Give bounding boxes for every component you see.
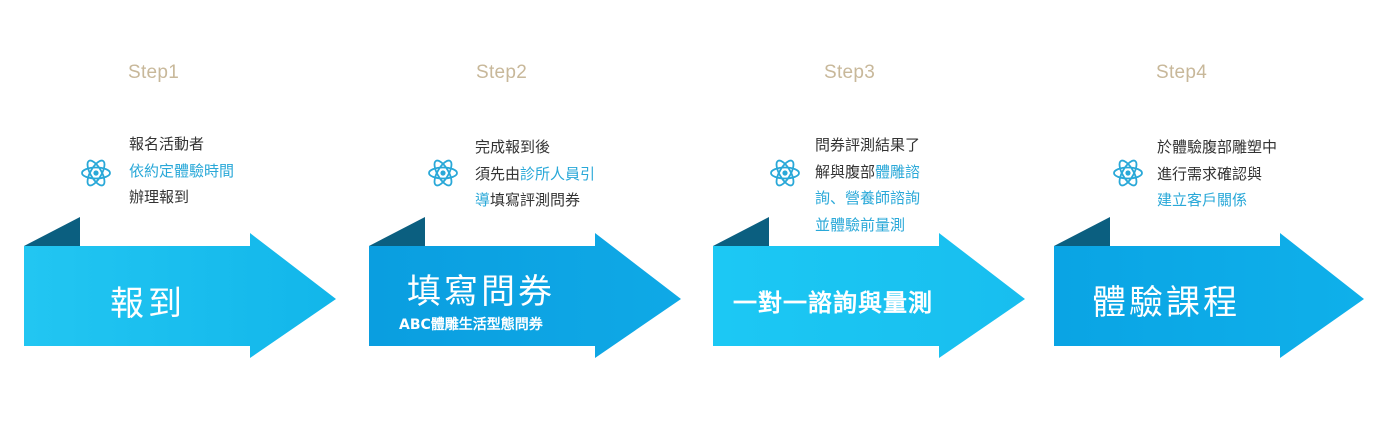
- step-3: Step3 問券評測結果了 解與腹部體雕諮 詢、營養師諮詢 並體驗前量測 一對一…: [689, 0, 1035, 425]
- description-line: 詢、營養師諮詢: [815, 185, 920, 212]
- description-line: 進行需求確認與: [1157, 161, 1277, 188]
- arrow-title: 體驗課程: [1092, 283, 1240, 323]
- description-line: 並體驗前量測: [815, 212, 920, 239]
- description-text: 完成報到後: [475, 138, 551, 156]
- arrow-title: 一對一諮詢與量測: [733, 289, 933, 317]
- description-text: 解與腹部: [815, 162, 876, 181]
- description-line: 報名活動者: [129, 131, 234, 158]
- step-1: Step1 報名活動者 依約定體驗時間 辦理報到 報到: [0, 0, 346, 425]
- description-text-highlight: 依約定體驗時間: [129, 161, 235, 180]
- description-text: 辦理報到: [129, 188, 190, 206]
- description-line: 建立客戶關係: [1157, 187, 1277, 214]
- step-arrow: [24, 217, 336, 358]
- arrow-title: 報到: [110, 284, 186, 324]
- description-text-highlight: 建立客戶關係: [1157, 191, 1248, 209]
- description-line: 解與腹部體雕諮: [815, 159, 920, 186]
- step-label: Step3: [824, 62, 876, 83]
- description-text-highlight: 並體驗前量測: [815, 215, 906, 234]
- step-arrow: [713, 217, 1025, 358]
- description-text: 問券評測結果了: [815, 136, 921, 154]
- description-text: 於體驗腹部雕塑中: [1157, 138, 1278, 156]
- step-4: Step4 於體驗腹部雕塑中 進行需求確認與 建立客戶關係 體驗課程: [1030, 0, 1376, 425]
- step-arrow: [369, 217, 681, 358]
- atom-icon: [770, 159, 800, 187]
- step-arrow: [1054, 217, 1364, 358]
- step-label: Step4: [1156, 62, 1208, 83]
- description-line: 辦理報到: [129, 184, 234, 211]
- description-text: 填寫評測問券: [490, 191, 581, 209]
- description-line: 須先由診所人員引: [475, 161, 595, 188]
- atom-icon: [1113, 159, 1143, 187]
- description-text-highlight: 詢、營養師諮詢: [815, 189, 921, 207]
- description-text-highlight: 體雕諮: [875, 162, 921, 181]
- description-line: 問券評測結果了: [815, 132, 920, 159]
- description-text-highlight: 導: [475, 191, 491, 209]
- step-label: Step1: [128, 62, 180, 83]
- atom-icon: [428, 159, 458, 187]
- description-text: 須先由: [475, 164, 521, 183]
- step-label: Step2: [476, 62, 528, 83]
- arrow-title: 填寫問券: [407, 272, 555, 312]
- step-2: Step2 完成報到後 須先由診所人員引 導填寫評測問券 填寫問券 ABC體雕生…: [345, 0, 691, 425]
- description-text: 報名活動者: [129, 135, 205, 153]
- description-text: 進行需求確認與: [1157, 164, 1263, 183]
- step-description: 問券評測結果了 解與腹部體雕諮 詢、營養師諮詢 並體驗前量測: [815, 132, 920, 238]
- arrow-subtitle: ABC體雕生活型態問券: [399, 317, 543, 333]
- description-line: 完成報到後: [475, 134, 595, 161]
- description-line: 導填寫評測問券: [475, 187, 595, 214]
- step-description: 報名活動者 依約定體驗時間 辦理報到: [129, 131, 234, 211]
- description-text-highlight: 診所人員引: [520, 164, 596, 183]
- description-line: 於體驗腹部雕塑中: [1157, 134, 1277, 161]
- step-description: 完成報到後 須先由診所人員引 導填寫評測問券: [475, 134, 595, 214]
- description-line: 依約定體驗時間: [129, 158, 234, 185]
- step-description: 於體驗腹部雕塑中 進行需求確認與 建立客戶關係: [1157, 134, 1277, 214]
- atom-icon: [81, 159, 111, 187]
